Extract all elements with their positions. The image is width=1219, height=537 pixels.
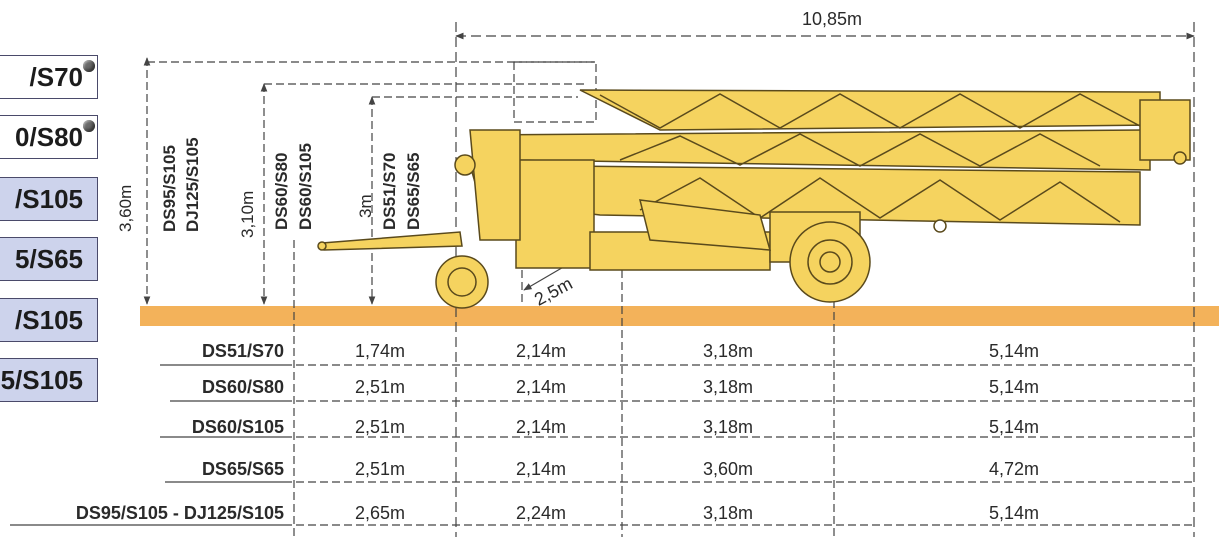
pin-icon [933,219,947,233]
table-row-model: DS51/S70 [201,341,284,361]
table-cell: 2,51m [354,417,406,437]
table-cell: 2,65m [354,503,406,523]
height-models-3a: DS51/S70 [380,152,399,231]
table-cell: 2,24m [515,503,567,523]
overall-length-label: 10,85m [802,9,863,29]
model-tab-2[interactable]: 0/S80 [0,115,98,159]
table-cell: 3,18m [702,377,754,397]
table-cell: 5,14m [988,503,1040,523]
height-label-2: 3,10m [238,190,257,238]
height-models-1a: DS95/S105 [160,145,179,232]
height-models-2b: DS60/S105 [296,143,315,230]
jib-head [1139,99,1191,161]
table-cell: 5,14m [988,417,1040,437]
mast-lattice [639,177,1121,223]
status-dot-icon [83,120,95,132]
table-cell: 3,18m [702,417,754,437]
counter-jib [469,129,521,241]
table-cell: 5,14m [988,377,1040,397]
crane-illustration [317,89,1191,309]
model-tab-label: /S105 [15,304,83,335]
table-cell: 2,14m [515,459,567,479]
model-tab-label: /S70 [29,61,84,92]
model-tab-6[interactable]: 5/S105 [0,358,98,402]
table-cell: 5,14m [988,341,1040,361]
model-tab-5[interactable]: /S105 [0,298,98,342]
model-tab-label: 5/S105 [0,364,83,395]
drawbar [321,231,463,251]
table-cell: 2,51m [354,459,406,479]
table-cell: 1,74m [354,341,406,361]
ground-strip [140,306,1219,326]
jib-lattice [599,93,1141,129]
table-cell: 2,14m [515,377,567,397]
model-tab-label: /S105 [15,183,83,214]
table-cell: 3,18m [702,503,754,523]
cylinder-mount [639,199,772,251]
model-tab-label: 0/S80 [15,121,83,152]
model-tabs-panel: /S70 0/S80 /S105 5/S65 /S105 5/S105 [0,0,110,537]
status-dot-icon [83,60,95,72]
table-cell: 2,51m [354,377,406,397]
model-tab-label: 5/S65 [15,243,83,274]
table-row-model: DS95/S105 - DJ125/S105 [75,503,284,523]
pulley [454,154,476,176]
table-row-model: DS65/S65 [201,459,284,479]
height-label-1: 3,60m [116,184,135,232]
table-row-model: DS60/S105 [191,417,284,437]
jib-lattice [619,133,1101,167]
table-row-model: DS60/S80 [201,377,284,397]
table-cell: 2,14m [515,417,567,437]
table-cell: 4,72m [988,459,1040,479]
ballast-block [515,159,595,269]
front-wheel-hub [447,267,477,297]
model-tab-1[interactable]: /S70 [0,55,98,99]
table-model-underlines [10,364,292,526]
table-cell: 3,18m [702,341,754,361]
table-row-lines [296,364,1192,526]
hook-icon [1173,151,1187,165]
height-models-3b: DS65/S65 [404,152,423,231]
table-cell: 2,14m [515,341,567,361]
table-cell: 3,60m [702,459,754,479]
tow-eye [317,241,327,251]
rear-wheel-center [819,251,841,273]
model-tab-4[interactable]: 5/S65 [0,237,98,281]
height-label-3: 3m [356,194,375,218]
height-models-2a: DS60/S80 [272,152,291,231]
height-models-1b: DJ125/S105 [183,137,202,232]
model-tab-3[interactable]: /S105 [0,177,98,221]
